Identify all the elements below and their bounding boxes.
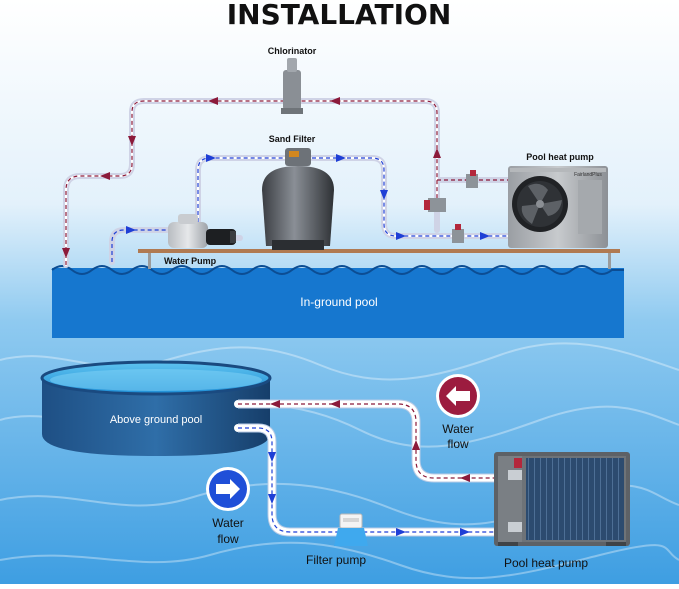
bottom-heat-pump: Pool heat pump: [494, 452, 630, 570]
sand-filter: Sand Filter: [262, 134, 334, 250]
bottom-heat-pump-label: Pool heat pump: [504, 556, 588, 570]
water-flow-return-label-1: Water: [442, 422, 474, 436]
top-heat-pump-brand: FairlandPlus: [574, 172, 602, 178]
above-ground-pool: Above ground pool: [40, 360, 272, 456]
top-heat-pump-label: Pool heat pump: [526, 152, 594, 162]
pool-deck: [138, 249, 620, 253]
water-pump-label: Water Pump: [164, 256, 217, 266]
above-ground-pool-label: Above ground pool: [110, 414, 202, 426]
water-flow-supply-label-1: Water: [212, 516, 244, 530]
water-flow-return-label-2: flow: [447, 437, 469, 451]
arrow-right-icon: [216, 479, 240, 499]
page-title: INSTALLATION: [227, 0, 452, 31]
water-flow-supply-badge: [206, 467, 250, 511]
top-heat-pump: FairlandPlus Pool heat pump: [508, 152, 608, 248]
flow-arrows-bottom: [268, 400, 470, 536]
arrow-left-icon: [446, 386, 470, 406]
water-flow-return-badge: [436, 374, 480, 418]
water-flow-supply-label-2: flow: [217, 532, 239, 546]
valves: [424, 170, 478, 243]
chlorinator-label: Chlorinator: [268, 46, 317, 56]
water-pump: Water Pump: [164, 214, 236, 266]
filter-pump-label: Filter pump: [306, 553, 366, 567]
sand-filter-label: Sand Filter: [269, 134, 316, 144]
filter-pump: Filter pump: [306, 513, 368, 567]
chlorinator: Chlorinator: [268, 46, 317, 114]
in-ground-pool: In-ground pool: [51, 265, 624, 338]
in-ground-pool-label: In-ground pool: [300, 295, 377, 309]
